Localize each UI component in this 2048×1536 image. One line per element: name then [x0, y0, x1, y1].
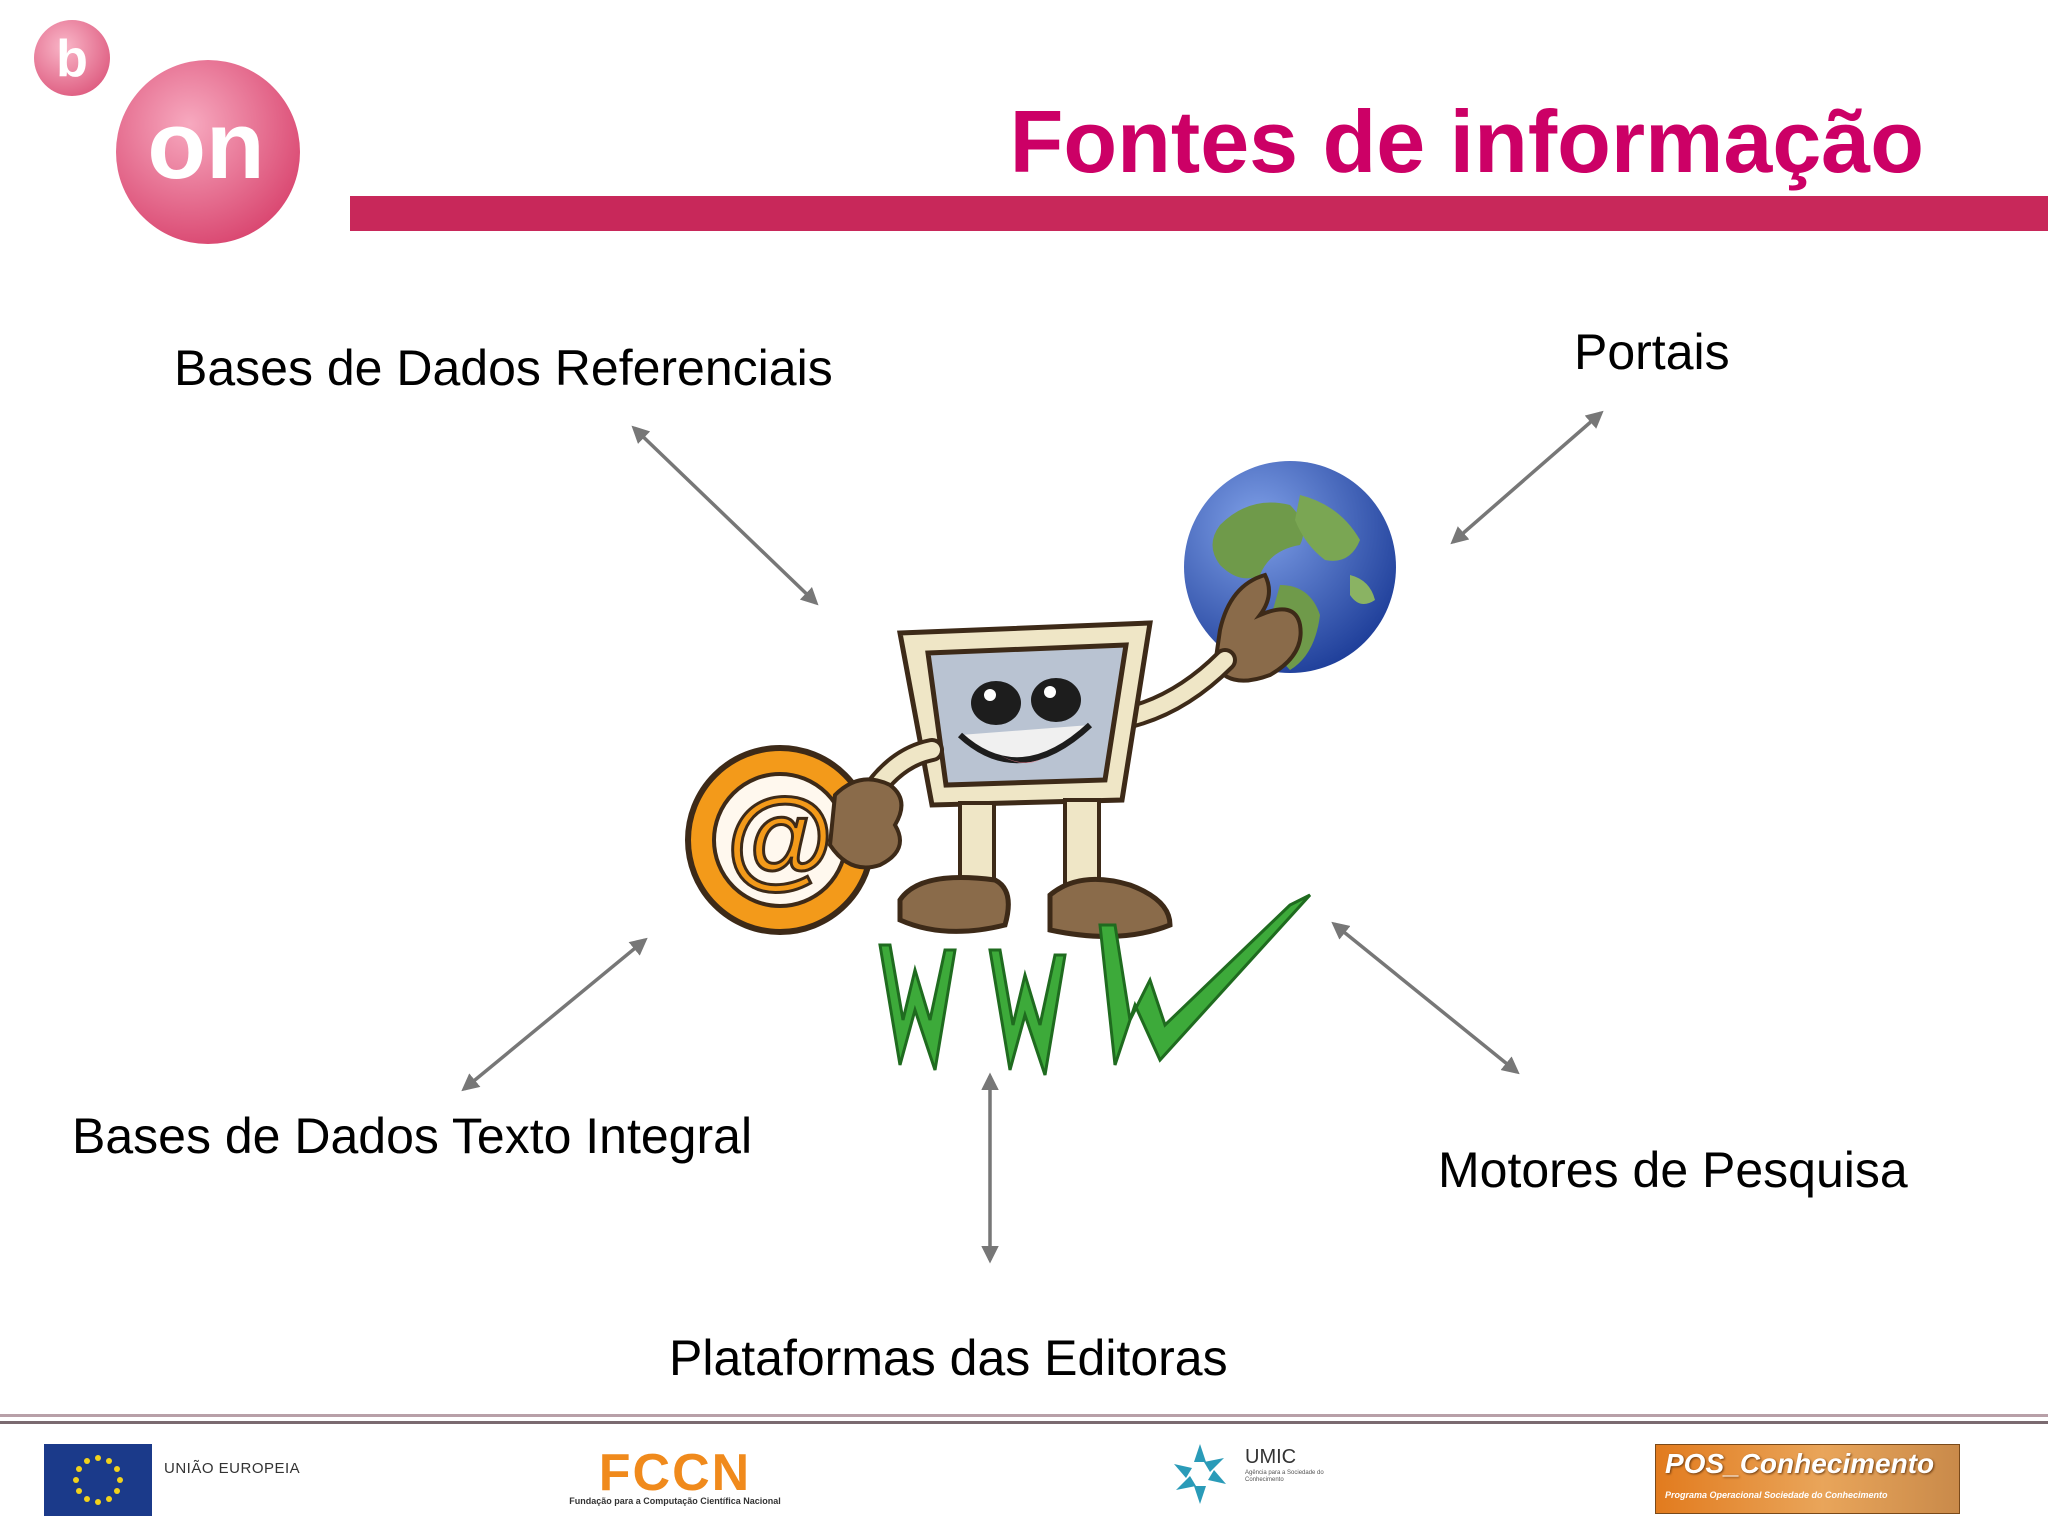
left-hand: [827, 777, 904, 870]
fccn-name: FCCN: [599, 1446, 751, 1502]
pos-conhecimento-logo: [1655, 1444, 1960, 1514]
title-underline-bar: [350, 196, 2048, 231]
fccn-subtitle: Fundação para a Computação Científica Na…: [569, 1496, 781, 1506]
label-bases-dados-texto-integral: Bases de Dados Texto Integral: [72, 1108, 753, 1164]
pos-conhecimento-subtitle: Programa Operacional Sociedade do Conhec…: [1665, 1490, 1888, 1500]
www-grass-icon: [878, 893, 1312, 1076]
label-portais: Portais: [1574, 324, 1730, 380]
monitor-mascot: [897, 620, 1153, 808]
arrow-bottom-left: [461, 937, 648, 1092]
umic-subtitle: Agência para a Sociedade do Conhecimento: [1245, 1470, 1324, 1484]
arrow-top-right: [1450, 410, 1604, 545]
left-shoe: [897, 875, 1011, 934]
fccn-logo: FCCN: [599, 1446, 751, 1502]
label-plataformas-das-editoras: Plataformas das Editoras: [669, 1330, 1228, 1386]
svg-text:on: on: [147, 92, 264, 199]
computer-mascot-illustration: @: [685, 461, 1396, 1076]
footer-divider: [0, 1414, 2048, 1424]
page-title: Fontes de informação: [1009, 92, 1924, 191]
pos-conhecimento-title: POS_Conhecimento: [1665, 1448, 1935, 1479]
eu-label: UNIÃO EUROPEIA: [164, 1460, 301, 1477]
eu-flag-icon: [44, 1444, 152, 1516]
right-shoe: [1047, 876, 1173, 939]
right-hand: [1212, 572, 1303, 683]
svg-text:b: b: [56, 30, 88, 88]
at-sign-icon: @: [685, 745, 875, 935]
umic-logo-icon: [1174, 1444, 1226, 1504]
label-motores-de-pesquisa: Motores de Pesquisa: [1438, 1142, 1908, 1198]
svg-text:@: @: [726, 776, 833, 899]
umic-name: UMIC: [1245, 1446, 1297, 1468]
b-on-logo: b on: [34, 20, 300, 244]
label-bases-dados-referenciais: Bases de Dados Referenciais: [174, 340, 833, 396]
